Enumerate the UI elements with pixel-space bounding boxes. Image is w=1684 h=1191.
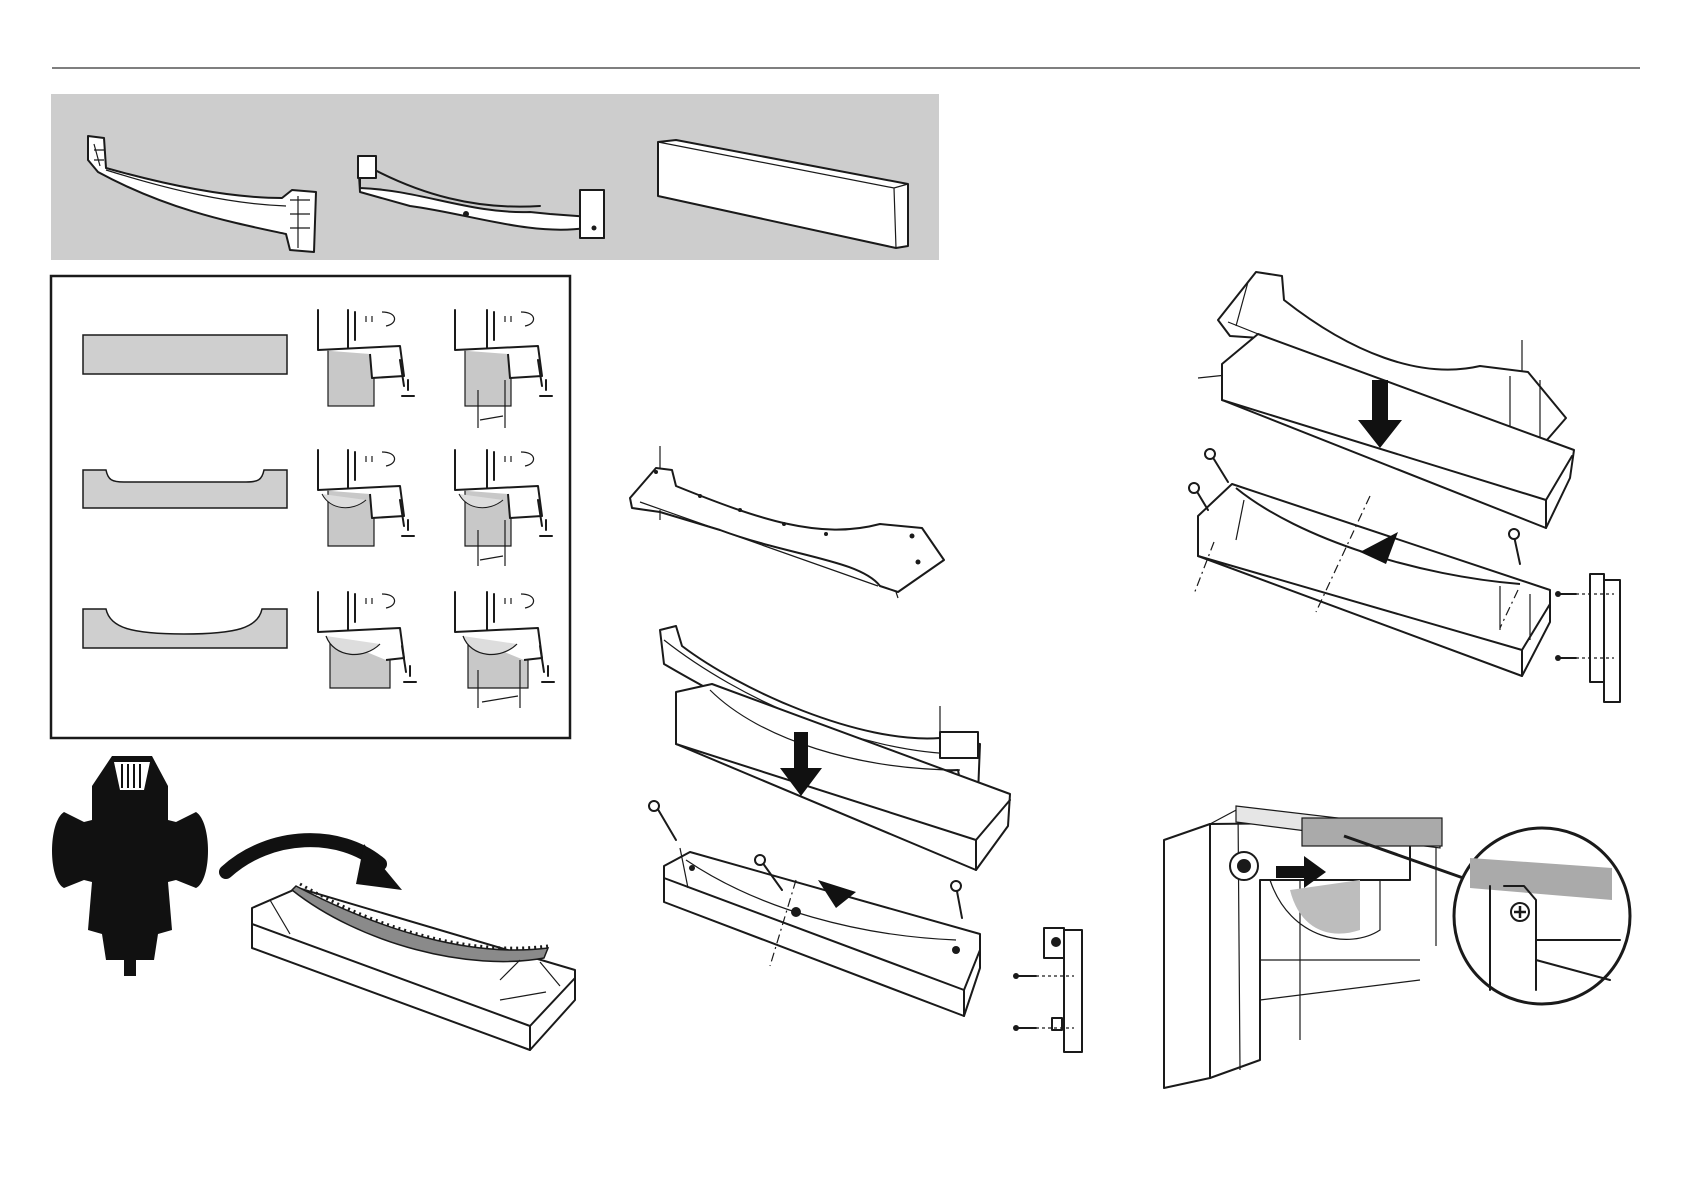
template-flat (630, 446, 944, 598)
panel-profile-straight (83, 335, 287, 374)
router-icon (52, 756, 208, 976)
side-detail-template (1555, 574, 1620, 702)
routed-panel (252, 884, 575, 1050)
curved-arrow-icon (226, 840, 380, 872)
profile-options-box (51, 276, 570, 738)
install-step (1164, 806, 1630, 1088)
template-fit-step (1189, 272, 1620, 702)
magnifier-detail-icon (1454, 828, 1630, 1004)
bracket-fit-step (649, 626, 1082, 1052)
side-detail-bracket (1013, 928, 1082, 1052)
router-step (52, 756, 575, 1050)
parts-band (51, 94, 939, 260)
